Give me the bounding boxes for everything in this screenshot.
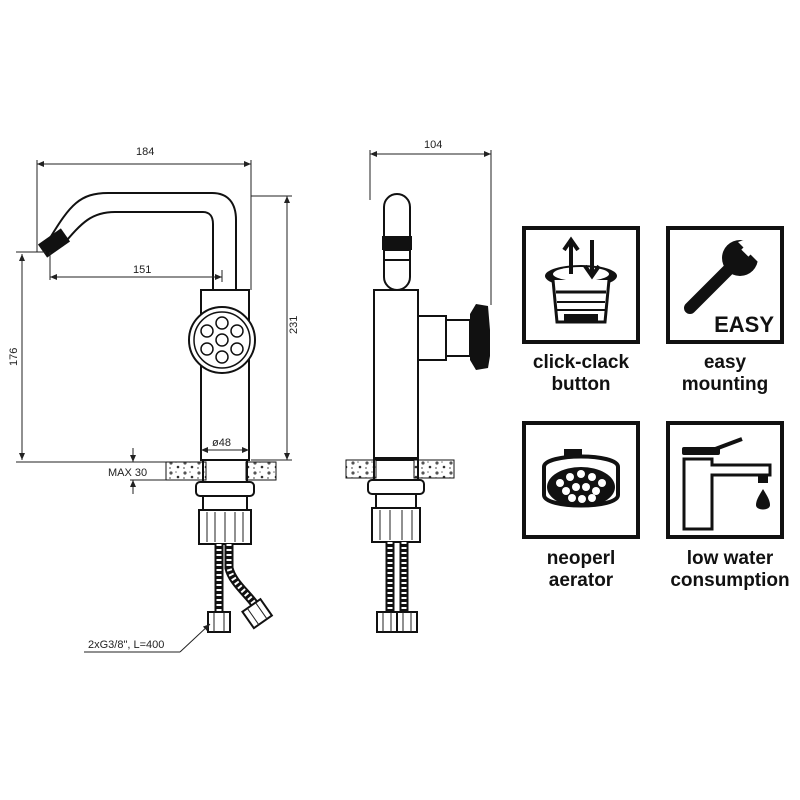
feature-label-low-water: low water consumption [650,548,800,592]
feature-label-line2: mounting [681,374,769,395]
feature-label-line1: click-clack [532,352,630,373]
feature-label-line1: low water [686,548,774,569]
dim-total-height: 231 [288,316,300,334]
dim-spout-height: 176 [8,348,20,366]
faucet-drop-icon [666,421,784,539]
dim-hoses: 2xG3/8", L=400 [88,639,164,651]
dim-spout-reach: 151 [133,264,151,276]
feature-label-click-clack: click-clack button [506,352,656,396]
feature-label-line1: easy [703,352,747,373]
front-view: 184 151 231 176 [8,146,300,653]
feature-label-line2: consumption [670,570,790,591]
aerator-icon [522,421,640,539]
dim-width-top: 184 [136,146,154,158]
click-clack-drain-icon [522,226,640,344]
easy-badge: EASY [714,312,774,337]
side-view: 104 [345,139,492,633]
feature-label-line2: button [551,374,611,395]
wrench-easy-icon: EASY [666,226,784,344]
dim-max-thickness: MAX 30 [108,467,147,479]
feature-label-line1: neoperl [546,548,616,569]
feature-label-line2: aerator [548,570,614,591]
dim-base-diameter: ø48 [212,437,231,449]
feature-label-easy-mounting: easy mounting [650,352,800,396]
feature-label-aerator: neoperl aerator [506,548,656,592]
dim-side-width: 104 [424,139,442,151]
